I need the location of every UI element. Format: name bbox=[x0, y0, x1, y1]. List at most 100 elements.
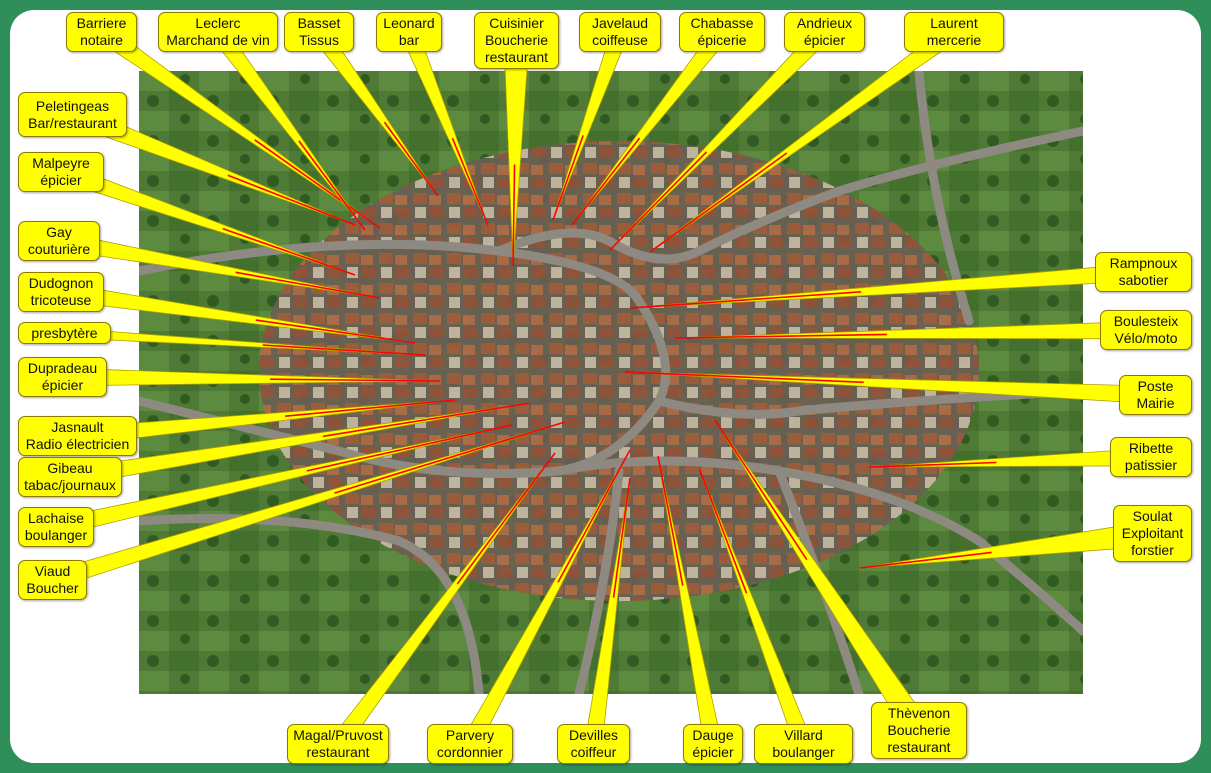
callout-pointer-line bbox=[557, 449, 631, 583]
callout-pointer-line bbox=[571, 137, 641, 226]
callout-text: Leclerc bbox=[195, 15, 241, 31]
callout-pointer-line bbox=[222, 227, 356, 276]
callout-text: épicier bbox=[41, 377, 84, 393]
callout-text: Dudognon bbox=[28, 275, 94, 291]
callout-pointer-line bbox=[298, 140, 366, 231]
callout-text: mercerie bbox=[926, 32, 982, 48]
callout-text: Javelaud bbox=[591, 15, 649, 31]
callout-text: coiffeuse bbox=[592, 32, 648, 48]
callout-text: coiffeur bbox=[570, 744, 617, 760]
callout-text: bar bbox=[398, 32, 420, 48]
callout-pointer bbox=[503, 39, 530, 267]
callout-text: patissier bbox=[1124, 457, 1178, 473]
callout-pointer-line bbox=[512, 164, 516, 267]
callout-text: Leonard bbox=[383, 15, 435, 31]
callout-pointer-line bbox=[334, 421, 566, 494]
callout-pointer-line bbox=[649, 152, 788, 253]
callout-text: Parvery bbox=[445, 727, 495, 743]
callout-text: tabac/journaux bbox=[24, 477, 116, 493]
callout-pointer bbox=[699, 469, 813, 748]
callout-text: tricoteuse bbox=[30, 292, 92, 308]
callout-pointer bbox=[56, 231, 381, 299]
callout-text: Marchand de vin bbox=[166, 32, 270, 48]
callout-text: Chabasse bbox=[690, 15, 754, 31]
callout-pointer bbox=[859, 520, 1155, 569]
callout-pointer bbox=[62, 367, 441, 387]
callout-pointer-line bbox=[674, 333, 887, 339]
callout-text: Exploitant bbox=[1121, 525, 1184, 541]
roads bbox=[139, 71, 1083, 694]
callout-pointer-line bbox=[235, 271, 381, 299]
callout-text: Cuisinier bbox=[489, 15, 544, 31]
callout-text: Magal/Pruvost bbox=[293, 727, 383, 743]
callout-text: restaurant bbox=[306, 744, 370, 760]
callout-text: restaurant bbox=[887, 739, 951, 755]
callout-text: épicier bbox=[40, 172, 82, 188]
callout-pointer-line bbox=[451, 137, 489, 226]
callout-text: Dupradeau bbox=[27, 360, 98, 376]
callout-pointer bbox=[629, 262, 1145, 309]
callout-text: Gibeau bbox=[47, 460, 93, 476]
callout-text: forstier bbox=[1131, 542, 1174, 558]
callout-pointer-line bbox=[612, 477, 631, 598]
callout-text: presbytère bbox=[31, 324, 98, 341]
callout-text: Boucher bbox=[26, 580, 79, 596]
callout-text: Dauge bbox=[692, 727, 734, 743]
callout-text: Basset bbox=[297, 15, 341, 31]
callout-text: Gay bbox=[46, 224, 72, 240]
callout-pointer bbox=[624, 371, 1157, 405]
callout-text: Ribette bbox=[1128, 440, 1174, 456]
callout-pointer-line bbox=[262, 344, 426, 356]
callout-text: épicerie bbox=[697, 32, 747, 48]
callout-pointer-line bbox=[254, 139, 381, 229]
callout-text: couturière bbox=[27, 241, 91, 257]
callout-text: Rampnoux bbox=[1109, 255, 1178, 271]
callout-text: Jasnault bbox=[51, 419, 104, 435]
callout-text: épicier bbox=[803, 32, 846, 48]
callout-pointer-line bbox=[322, 402, 531, 438]
callout-pointer-line bbox=[869, 461, 997, 468]
callout-text: notaire bbox=[80, 32, 123, 48]
callout-text: sabotier bbox=[1118, 272, 1169, 288]
callout-pointer-line bbox=[624, 371, 864, 384]
callout-text: boulanger bbox=[772, 744, 835, 760]
callout-text: Peletingeas bbox=[35, 97, 110, 114]
callout-text: Thèvenon bbox=[887, 705, 951, 721]
callout-text: Andrieux bbox=[796, 15, 853, 31]
callout-pointer-line bbox=[383, 121, 439, 197]
callout-text: Poste bbox=[1137, 378, 1174, 394]
callout-pointer-line bbox=[456, 452, 556, 585]
callout-text: Radio électricien bbox=[25, 436, 130, 452]
callout-text: Tissus bbox=[299, 32, 339, 48]
callout-text: Boulesteix bbox=[1113, 313, 1179, 329]
callout-text: Bar/restaurant bbox=[28, 114, 117, 131]
callout-text: Barriere bbox=[76, 15, 127, 31]
callout-text: Mairie bbox=[1136, 395, 1175, 411]
callout-text: boulanger bbox=[24, 527, 88, 543]
callout-pointer-line bbox=[859, 551, 992, 569]
callout-text: restaurant bbox=[484, 49, 549, 65]
callout-presbytere: presbytère bbox=[18, 322, 111, 344]
callout-text: épicier bbox=[692, 744, 734, 760]
